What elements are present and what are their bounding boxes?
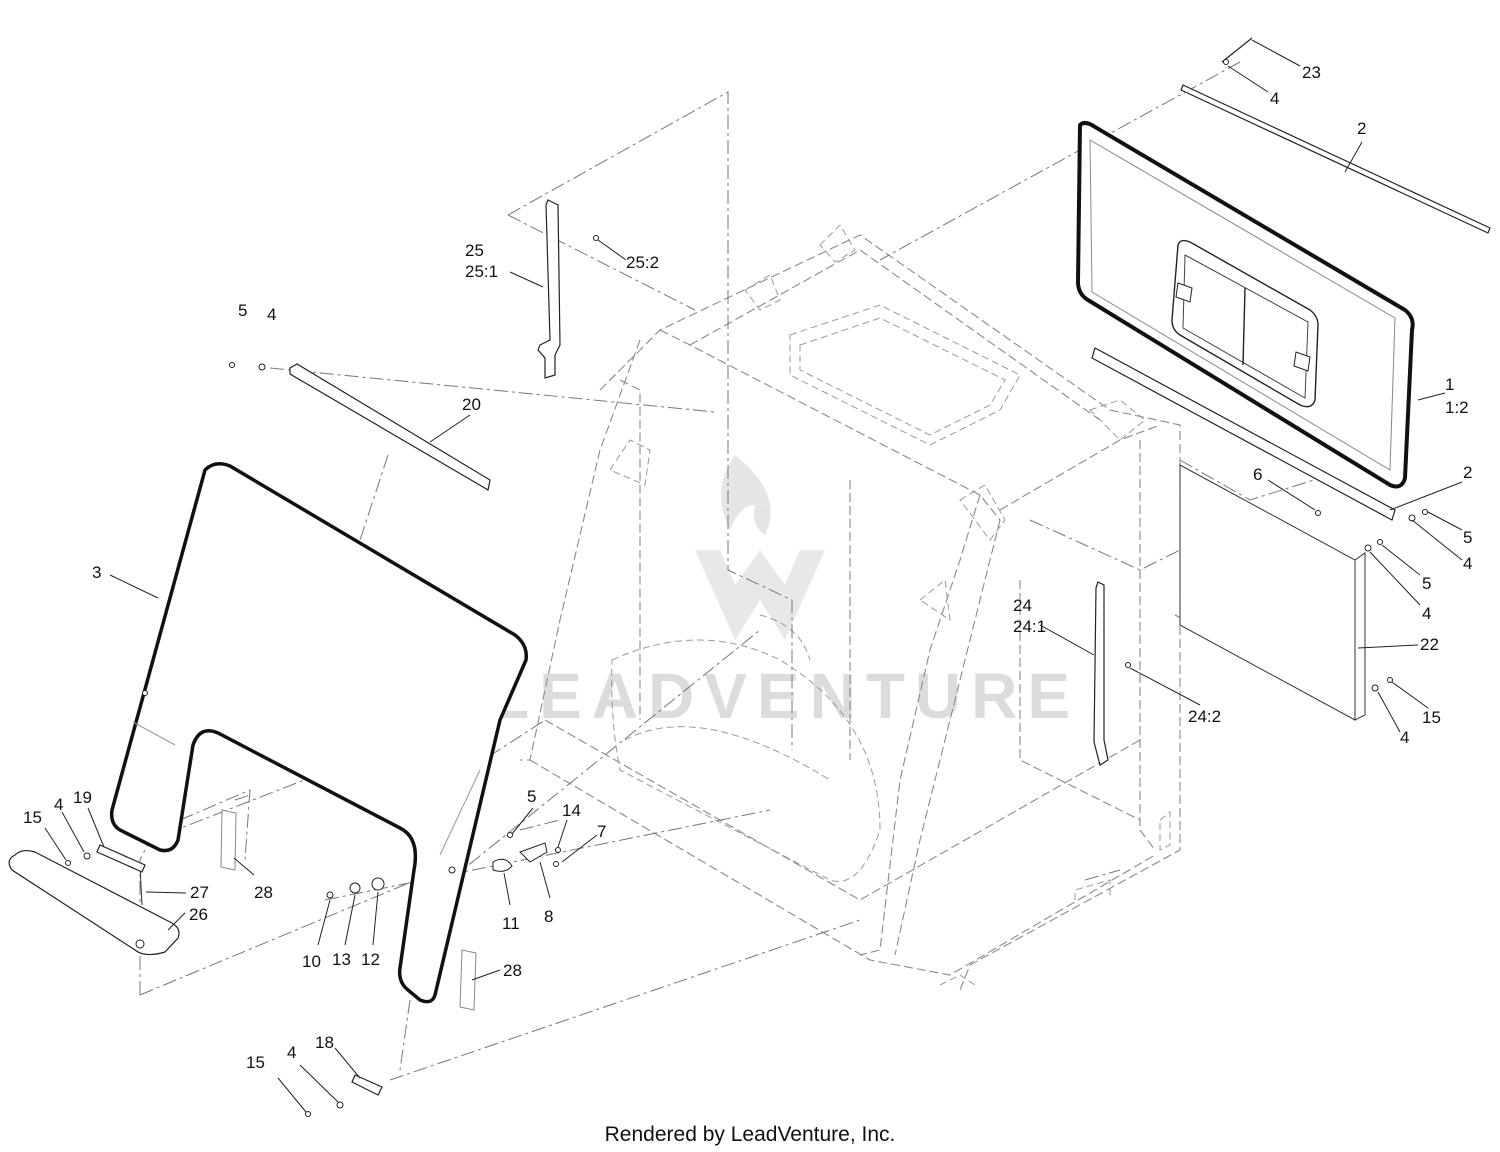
callout-7[interactable]: 7 <box>597 822 606 841</box>
callout-4-top[interactable]: 4 <box>1270 89 1279 108</box>
washer-4-bottom <box>336 1101 344 1109</box>
washer-4-left <box>83 852 91 860</box>
callout-5-center[interactable]: 5 <box>527 787 536 806</box>
right-hardware <box>1315 509 1428 692</box>
callout-18[interactable]: 18 <box>315 1033 334 1052</box>
callout-24-1[interactable]: 24:1 <box>1013 617 1046 636</box>
callout-20[interactable]: 20 <box>462 395 481 414</box>
side-panel-22[interactable] <box>1179 464 1366 721</box>
leadventure-watermark: LEADVENTURE <box>490 455 1080 732</box>
washer-4-bar <box>258 363 266 371</box>
callout-24[interactable]: 24 <box>1013 596 1032 615</box>
callout-23[interactable]: 23 <box>1302 63 1321 82</box>
screw-24-2 <box>1125 662 1131 668</box>
strip-19[interactable] <box>96 844 146 873</box>
window-latch-left <box>1175 282 1193 303</box>
callout-24-2[interactable]: 24:2 <box>1188 707 1221 726</box>
bolt-15-bottom <box>305 1111 311 1117</box>
callout-28-lower[interactable]: 28 <box>503 961 522 980</box>
callout-19[interactable]: 19 <box>73 788 92 807</box>
callout-8[interactable]: 8 <box>544 907 553 926</box>
callout-5-upper-left[interactable]: 5 <box>238 301 247 320</box>
glass-hole <box>142 690 148 696</box>
callout-4-right-bottom[interactable]: 4 <box>1400 728 1409 747</box>
callout-12[interactable]: 12 <box>361 950 380 969</box>
callout-11[interactable]: 11 <box>502 914 520 933</box>
leader-lines <box>44 39 1463 1113</box>
bolt-5-bar <box>229 362 235 368</box>
strip-28-upper <box>220 809 237 871</box>
callout-15-bottom[interactable]: 15 <box>246 1053 265 1072</box>
callout-4-right-lower[interactable]: 4 <box>1422 604 1431 623</box>
callout-2-right[interactable]: 2 <box>1463 463 1472 482</box>
callout-4-left[interactable]: 4 <box>54 795 63 814</box>
footer-credit: Rendered by LeadVenture, Inc. <box>605 1123 896 1146</box>
hardware-stack <box>326 832 561 899</box>
bracket-25[interactable] <box>537 199 599 379</box>
callout-1-2[interactable]: 1:2 <box>1445 398 1469 417</box>
callout-4-right-upper[interactable]: 4 <box>1463 554 1472 573</box>
callout-15-right[interactable]: 15 <box>1422 708 1441 727</box>
callout-6[interactable]: 6 <box>1253 465 1262 484</box>
callout-14[interactable]: 14 <box>562 801 581 820</box>
bracket-24[interactable] <box>1093 581 1131 766</box>
windshield-glass-3[interactable] <box>109 462 529 1004</box>
strip-28-lower <box>459 949 477 1011</box>
callout-25-2[interactable]: 25:2 <box>626 253 659 272</box>
rod-23 <box>1221 37 1253 63</box>
callout-5-right-lower[interactable]: 5 <box>1422 574 1431 593</box>
hinge-hole <box>135 939 145 949</box>
callout-25[interactable]: 25 <box>465 241 484 260</box>
watermark-text: LEADVENTURE <box>490 660 1080 732</box>
rear-window-panel[interactable] <box>1075 120 1415 489</box>
top-trim-strip[interactable] <box>1180 84 1491 234</box>
callout-28-upper[interactable]: 28 <box>254 883 273 902</box>
callout-3[interactable]: 3 <box>92 563 101 582</box>
callout-15-left[interactable]: 15 <box>23 808 42 827</box>
callout-25-1[interactable]: 25:1 <box>465 262 498 281</box>
callout-4-upper-left[interactable]: 4 <box>267 305 276 324</box>
callout-2-top[interactable]: 2 <box>1357 119 1366 138</box>
callout-26[interactable]: 26 <box>189 905 208 924</box>
bolt-15-left <box>65 860 71 866</box>
lower-trim-strip[interactable] <box>1091 347 1396 521</box>
callout-labels: 23 4 2 25 25:1 25:2 5 4 20 1 1:2 2 6 5 4… <box>23 63 1472 1072</box>
washer-4-top <box>1223 59 1229 65</box>
lower-hinge-26[interactable] <box>8 849 180 956</box>
callout-22[interactable]: 22 <box>1420 635 1439 654</box>
callout-4-bottom[interactable]: 4 <box>287 1043 296 1062</box>
bracket-18[interactable] <box>351 1074 383 1096</box>
callout-10[interactable]: 10 <box>302 952 321 971</box>
callout-1[interactable]: 1 <box>1445 375 1454 394</box>
screw-25-2 <box>593 235 599 241</box>
callout-27[interactable]: 27 <box>190 883 209 902</box>
bar-20[interactable] <box>229 362 491 491</box>
callout-13[interactable]: 13 <box>332 950 351 969</box>
cab-frame <box>520 224 1181 991</box>
callout-5-right-upper[interactable]: 5 <box>1463 528 1472 547</box>
window-latch-right <box>1293 351 1311 372</box>
